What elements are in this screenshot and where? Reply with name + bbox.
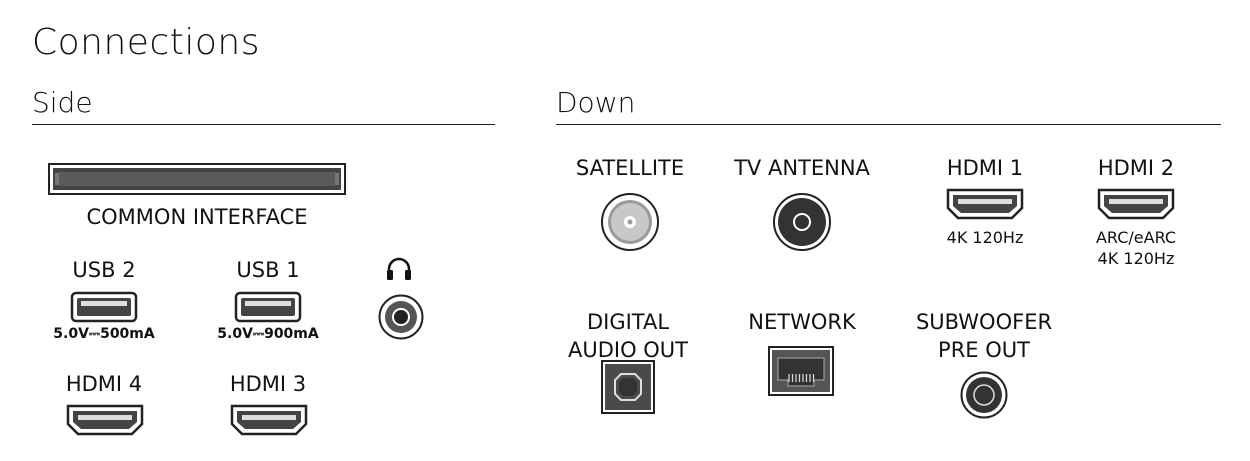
down-divider bbox=[556, 124, 1221, 125]
ethernet-port-icon bbox=[768, 346, 834, 396]
usb2-label: USB 2 bbox=[72, 258, 136, 282]
common-interface-slot-icon bbox=[48, 163, 346, 195]
hdmi2-label: HDMI 2 bbox=[1097, 156, 1175, 180]
headphones-icon bbox=[387, 257, 411, 280]
common-interface-label: COMMON INTERFACE bbox=[86, 205, 308, 229]
hdmi-port-icon bbox=[946, 188, 1024, 220]
usb2-spec: 5.0V⎓500mA bbox=[53, 326, 155, 342]
hdmi-port-icon bbox=[1097, 188, 1175, 220]
hdmi1-label: HDMI 1 bbox=[946, 156, 1024, 180]
usb-port-icon bbox=[70, 291, 138, 323]
hdmi1-spec: 4K 120Hz bbox=[946, 228, 1024, 247]
tv-antenna-label: TV ANTENNA bbox=[734, 156, 870, 180]
subwoofer-label-line1: SUBWOOFER bbox=[915, 310, 1053, 334]
satellite-label: SATELLITE bbox=[575, 156, 685, 180]
satellite-connector-icon bbox=[601, 193, 659, 251]
subwoofer-label-line2: PRE OUT bbox=[938, 338, 1030, 362]
hdmi2-spec-line1: ARC/eARC bbox=[1095, 228, 1177, 247]
side-divider bbox=[32, 124, 495, 125]
hdmi3-label: HDMI 3 bbox=[229, 372, 307, 396]
headphone-jack-icon bbox=[378, 294, 424, 340]
side-heading: Side bbox=[32, 86, 93, 119]
optical-port-icon bbox=[601, 360, 655, 414]
hdmi-port-icon bbox=[66, 404, 144, 436]
network-label: NETWORK bbox=[748, 310, 856, 334]
antenna-connector-icon bbox=[773, 193, 831, 251]
hdmi-port-icon bbox=[230, 404, 308, 436]
hdmi4-label: HDMI 4 bbox=[65, 372, 143, 396]
usb1-label: USB 1 bbox=[236, 258, 300, 282]
down-heading: Down bbox=[556, 86, 636, 119]
usb1-spec: 5.0V⎓900mA bbox=[217, 326, 319, 342]
digital-audio-out-label-line2: AUDIO OUT bbox=[567, 338, 689, 362]
digital-audio-out-label-line1: DIGITAL bbox=[586, 310, 670, 334]
page-title: Connections bbox=[32, 22, 260, 63]
subwoofer-jack-icon bbox=[960, 371, 1008, 419]
usb-port-icon bbox=[234, 291, 302, 323]
hdmi2-spec-line2: 4K 120Hz bbox=[1097, 249, 1175, 268]
